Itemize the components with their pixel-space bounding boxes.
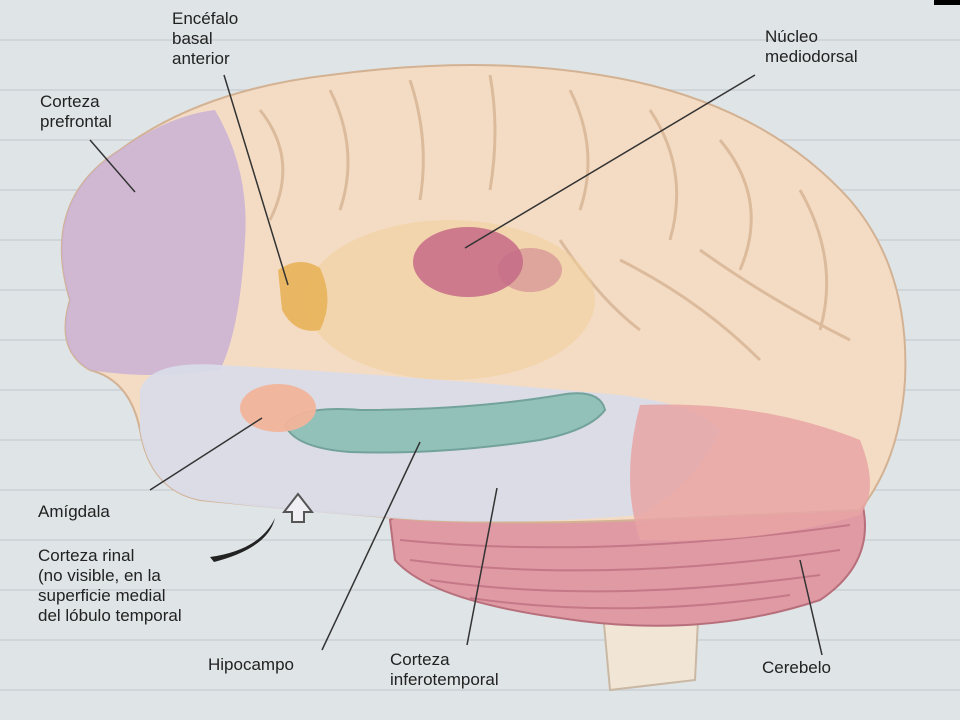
label-amigdala: Amígdala xyxy=(38,502,110,521)
rinal-curve xyxy=(210,518,275,562)
label-corteza-rinal: Corteza rinal (no visible, en la superfi… xyxy=(38,546,182,625)
label-cerebelo: Cerebelo xyxy=(762,658,831,677)
label-corteza-prefrontal: Corteza prefrontal xyxy=(40,92,112,131)
label-corteza-inferotemporal: Corteza inferotemporal xyxy=(390,650,499,689)
label-hipocampo: Hipocampo xyxy=(208,655,294,674)
label-encefalo-basal-anterior: Encéfalo basal anterior xyxy=(172,9,239,68)
prefrontal-region xyxy=(61,110,246,375)
rinal-arrow xyxy=(281,492,315,523)
cerebellum-folia xyxy=(399,524,851,610)
mediodorsal-extension xyxy=(498,248,562,292)
corner-mark xyxy=(934,0,960,5)
leader-lines xyxy=(89,74,823,656)
basal-forebrain xyxy=(278,261,328,331)
inferotemporal-region xyxy=(630,404,870,541)
gyri xyxy=(258,74,851,362)
hippocampus xyxy=(283,392,607,454)
label-nucleo-mediodorsal: Núcleo mediodorsal xyxy=(765,27,858,66)
mediodorsal-nucleus xyxy=(413,227,523,297)
